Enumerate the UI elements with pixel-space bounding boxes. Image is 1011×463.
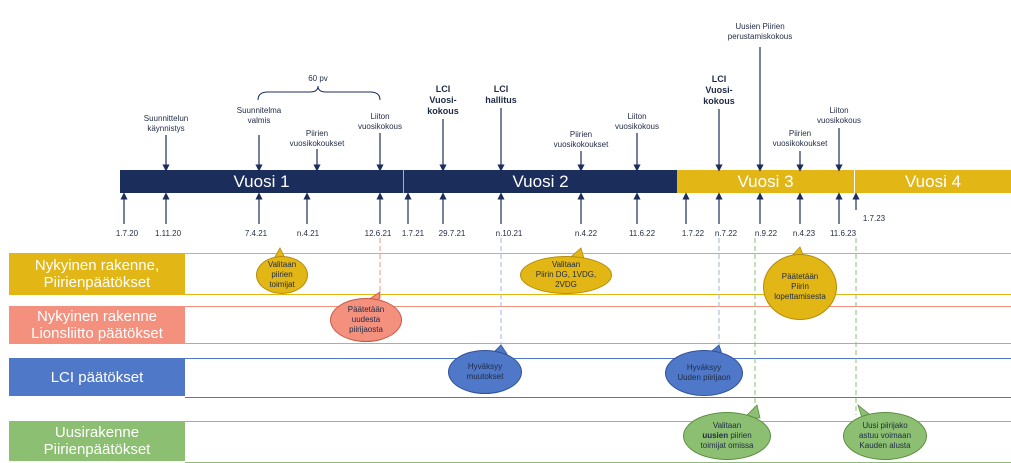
row-label-nykyinen-liitto: Nykyinen rakenne Lionsliitto päätökset: [9, 306, 185, 344]
year-1-bar: Vuosi 1: [120, 170, 403, 193]
year-3-bar: Vuosi 3: [677, 170, 854, 193]
label-uusien-piirien-perustamiskokous: Uusien Piirien perustamiskokous: [727, 22, 793, 41]
year-2-label: Vuosi 2: [512, 172, 569, 191]
year-divider: [854, 170, 855, 193]
span-label: 60 pv: [308, 74, 328, 83]
year-4-bar: Vuosi 4: [855, 170, 1011, 193]
bubble-piirin-lopettaminen: Päätetään Piirin lopettamisesta: [763, 254, 837, 320]
date-label: 11.6.23: [829, 229, 857, 238]
date-label: 1.7.22: [681, 229, 705, 238]
bubble-hyvaksyy-uuden-piirijaon: Hyväksyy Uuden piirijaon: [665, 350, 743, 396]
date-label: 1.11.20: [154, 229, 182, 238]
row-label-lci: LCI päätökset: [9, 358, 185, 396]
date-label: 1.7.21: [401, 229, 425, 238]
date-label: 7.4.21: [244, 229, 268, 238]
bubble-valitaan-piirien-toimijat: Valitaan piirien toimijat: [256, 256, 308, 294]
year-3-label: Vuosi 3: [737, 172, 794, 191]
date-label: 11.6.22: [628, 229, 656, 238]
label-lci-vuosikokous: LCI Vuosi- kokous: [427, 84, 459, 116]
year-1-label: Vuosi 1: [233, 172, 290, 191]
label-lci-hallitus: LCI hallitus: [485, 84, 517, 105]
year-2-bar: Vuosi 2: [404, 170, 677, 193]
date-label: n.10.21: [495, 229, 523, 238]
bubble-valitaan-piirin-dg: Valitaan Piirin DG, 1VDG, 2VDG: [520, 256, 612, 294]
date-label: 12.6.21: [364, 229, 392, 238]
span-brace: [257, 85, 381, 101]
bubble-uudesta-piirijaosta: Päätetään uudesta piirijaosta: [330, 298, 402, 342]
row-band-liitto: [185, 306, 1011, 344]
label-lci-vuosikokous: LCI Vuosi- kokous: [703, 74, 735, 106]
row-band-piiri: [185, 253, 1011, 295]
label-liiton-vuosikokous: Liiton vuosikokous: [816, 106, 862, 125]
date-label: n.4.23: [792, 229, 816, 238]
date-label: n.4.21: [296, 229, 320, 238]
label-suunnittelun-kaynnistys: Suunnittelun käynnistys: [143, 114, 189, 133]
label-piirien-vuosikokoukset: Piirien vuosikokoukset: [289, 129, 345, 148]
bubble-uusi-piirijako: Uusi piirijako astuu voimaan Kauden alus…: [843, 412, 927, 460]
row-band-lci: [185, 358, 1011, 398]
date-label: n.4.22: [574, 229, 598, 238]
bubble-hyvaksyy-muutokset: Hyväksyy muutokset: [448, 350, 522, 394]
date-label: 1.7.23: [862, 214, 886, 223]
label-liiton-vuosikokous: Liiton vuosikokous: [357, 112, 403, 131]
date-label: n.9.22: [754, 229, 778, 238]
year-divider: [403, 170, 404, 193]
label-piirien-vuosikokoukset: Piirien vuosikokoukset: [772, 129, 828, 148]
year-4-label: Vuosi 4: [904, 172, 962, 191]
date-label: 29.7.21: [438, 229, 466, 238]
date-label: n.7.22: [714, 229, 738, 238]
label-piirien-vuosikokoukset: Piirien vuosikokoukset: [553, 130, 609, 149]
label-liiton-vuosikokous: Liiton vuosikokous: [614, 112, 660, 131]
label-suunnitelma-valmis: Suunnitelma valmis: [236, 106, 282, 125]
date-label: 1.7.20: [115, 229, 139, 238]
row-label-nykyinen-piiri: Nykyinen rakenne, Piirienpäätökset: [9, 253, 185, 295]
